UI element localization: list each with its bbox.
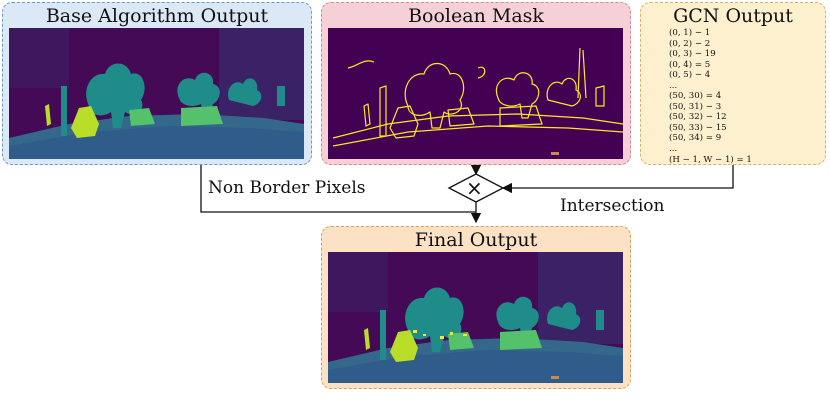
gcn-entry: (0, 2) − 2 bbox=[669, 38, 711, 49]
final-output-panel: Final Output bbox=[321, 226, 631, 389]
gcn-entry: (50, 33) − 15 bbox=[669, 122, 727, 133]
final-segmentation-image bbox=[328, 252, 623, 383]
gcn-entry: (50, 31) − 3 bbox=[669, 101, 722, 112]
gcn-entry: (0, 4) = 5 bbox=[669, 59, 711, 70]
boolean-mask-panel: Boolean Mask bbox=[321, 2, 631, 165]
gcn-entry: (0, 5) − 4 bbox=[669, 70, 711, 81]
gcn-entries-list: (0, 1) − 1(0, 2) − 2(0, 3) − 19(0, 4) = … bbox=[669, 28, 752, 165]
final-output-title: Final Output bbox=[414, 229, 538, 251]
intersection-label: Intersection bbox=[560, 196, 665, 216]
gcn-output-panel: GCN Output (0, 1) − 1(0, 2) − 2(0, 3) − … bbox=[640, 2, 826, 165]
non-border-pixels-label: Non Border Pixels bbox=[208, 178, 366, 198]
gcn-entry: (0, 1) − 1 bbox=[669, 28, 711, 38]
multiply-operator-icon: × bbox=[466, 176, 483, 200]
gcn-entry: (50, 34) = 9 bbox=[669, 133, 722, 144]
gcn-output-title: GCN Output bbox=[673, 5, 793, 27]
gcn-entry: (50, 32) − 12 bbox=[669, 112, 727, 123]
gcn-to-operator-arrow bbox=[501, 165, 734, 194]
gcn-entry: ... bbox=[669, 80, 678, 91]
operator-diamond bbox=[447, 173, 505, 203]
gcn-entry: ... bbox=[669, 144, 678, 155]
base-algorithm-panel: Base Algorithm Output bbox=[2, 2, 312, 165]
gcn-entry: (H − 1, W − 1) = 1 bbox=[669, 154, 752, 165]
boolean-mask-title: Boolean Mask bbox=[408, 5, 544, 27]
base-algorithm-title: Base Algorithm Output bbox=[45, 5, 269, 27]
boolean-mask-image bbox=[328, 28, 623, 159]
gcn-entry: (0, 3) − 19 bbox=[669, 49, 716, 60]
base-bypass-line bbox=[200, 165, 476, 213]
gcn-entry: (50, 30) = 4 bbox=[669, 91, 722, 102]
